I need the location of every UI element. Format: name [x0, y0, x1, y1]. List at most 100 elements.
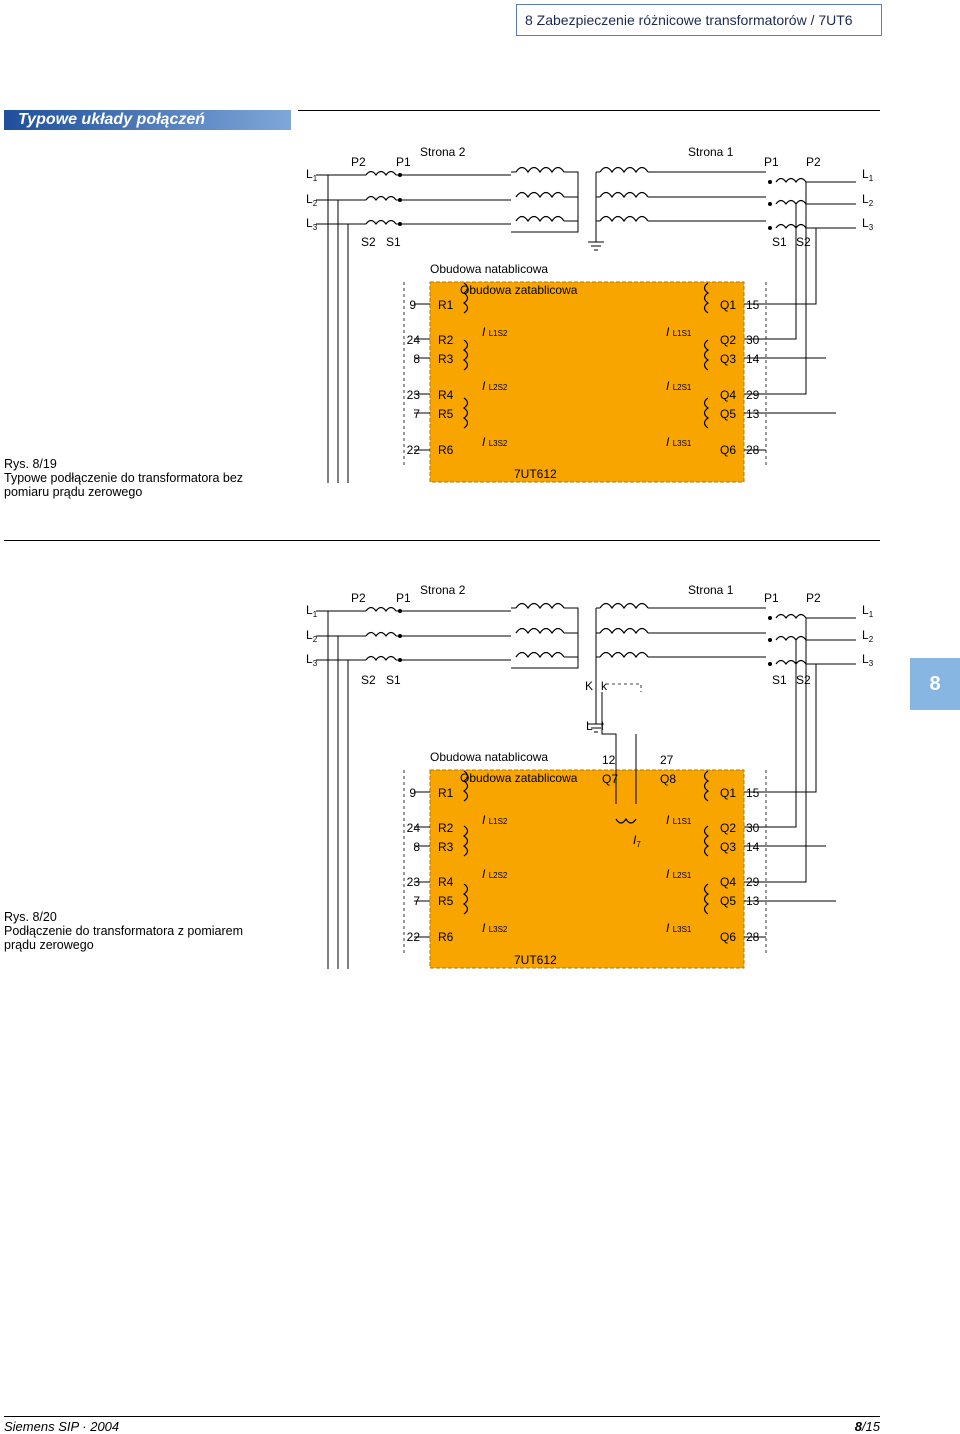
terminal-num: 29: [746, 875, 760, 889]
side-2-label: Strona 2: [420, 583, 466, 597]
ct-label-p2-left: P2: [351, 155, 366, 169]
terminal-name: Q2: [720, 821, 736, 835]
section-title: Typowe układy połączeń: [4, 110, 291, 130]
side-1-label: Strona 1: [688, 145, 734, 159]
ct-label-p2-right: P2: [806, 155, 821, 169]
phase-label-l3-right: L3: [862, 652, 874, 668]
terminal-name: Q1: [720, 786, 736, 800]
terminal-num: 28: [746, 443, 760, 457]
transformer: [511, 602, 649, 733]
footer-page: 8: [854, 1419, 862, 1434]
terminal-num: 13: [746, 407, 760, 421]
chapter-tab: 8: [910, 658, 960, 710]
terminal-name: Q5: [720, 894, 736, 908]
device-name: 7UT612: [514, 953, 557, 967]
ct-label-s2-right: S2: [796, 673, 811, 687]
phase-label-l1-left: L1: [306, 167, 318, 183]
terminal-num: 22: [407, 443, 421, 457]
housing-flush-label: Obudowa natablicowa: [430, 262, 548, 276]
ct-left: [365, 606, 402, 662]
phase-label-l2-right: L2: [862, 628, 874, 644]
ct-label-p1-right: P1: [764, 155, 779, 169]
terminal-name: R5: [438, 894, 454, 908]
ct-label-s2-left: S2: [361, 235, 376, 249]
caption-fig1: Rys. 8/19 Typowe podłączenie do transfor…: [4, 457, 264, 499]
ct-label-s1-left: S1: [386, 673, 401, 687]
current-label: I L2S1: [666, 867, 692, 881]
terminal-name: R3: [438, 840, 454, 854]
terminal-name: Q6: [720, 930, 736, 944]
terminal-name: Q7: [602, 772, 618, 786]
device-box: [429, 281, 745, 483]
terminal-num: 15: [746, 298, 760, 312]
ct-left: [365, 170, 402, 226]
rule-footer: [4, 1416, 880, 1417]
caption-fig2: Rys. 8/20 Podłączenie do transformatora …: [4, 910, 264, 952]
terminal-name: Q1: [720, 298, 736, 312]
device-name: 7UT612: [514, 467, 557, 481]
wiring-diagram-fig1: L1 L2 L3 L1 L2 L3 P2 P1 S2 S1 P1 P2 S1 S…: [306, 145, 874, 483]
terminal-num: 23: [407, 388, 421, 402]
phase-label-l1-left: L1: [306, 603, 318, 619]
housing-surface-label: Obudowa zatablicowa: [460, 283, 578, 297]
terminal-name: Q3: [720, 840, 736, 854]
terminal-name: Q8: [660, 772, 676, 786]
ct-right: [768, 613, 807, 666]
current-label: I L1S1: [666, 813, 692, 827]
phase-label-l3-left: L3: [306, 652, 318, 668]
caption-text: Podłączenie do transformatora z pomiarem…: [4, 924, 244, 952]
terminal-name: R5: [438, 407, 454, 421]
terminal-num: 13: [746, 894, 760, 908]
terminal-num: 24: [407, 821, 421, 835]
terminal-name: R1: [438, 298, 454, 312]
phase-label-l2-right: L2: [862, 192, 874, 208]
current-label: I7: [633, 833, 641, 849]
rule-top: [298, 110, 880, 111]
ct-label-l-small: l: [601, 719, 604, 733]
terminal-num: 30: [746, 333, 760, 347]
wiring-diagram-fig2: L1 L2 L3 L1 L2 L3 P2 P1 S2 S1 P1 P2 S1 S…: [306, 583, 874, 969]
terminal-name: R4: [438, 875, 454, 889]
terminal-name: R2: [438, 821, 454, 835]
terminal-name: R2: [438, 333, 454, 347]
phase-label-l1-right: L1: [862, 167, 874, 183]
phase-label-l3-left: L3: [306, 216, 318, 232]
terminal-name: Q4: [720, 875, 736, 889]
terminal-name: R6: [438, 443, 454, 457]
page-header: 8 Zabezpieczenie różnicowe transformator…: [516, 4, 882, 36]
terminal-num: 22: [407, 930, 421, 944]
terminal-num: 15: [746, 786, 760, 800]
phase-label-l1-right: L1: [862, 603, 874, 619]
ct-right: [768, 177, 807, 230]
current-label: I L3S1: [666, 921, 692, 935]
phase-label-l2-left: L2: [306, 192, 318, 208]
ct-label-p1-left: P1: [396, 591, 411, 605]
terminal-name: R3: [438, 352, 454, 366]
caption-number: Rys. 8/19: [4, 457, 57, 471]
footer-page-number: 8/15: [830, 1419, 880, 1434]
ct-label-p2-right: P2: [806, 591, 821, 605]
terminal-name: Q3: [720, 352, 736, 366]
terminal-num: 23: [407, 875, 421, 889]
terminal-name: Q2: [720, 333, 736, 347]
terminal-num: 7: [413, 894, 420, 908]
terminal-num: 27: [660, 753, 674, 767]
side-2-label: Strona 2: [420, 145, 466, 159]
rule-middle: [4, 540, 880, 541]
footer-total: /15: [861, 1419, 880, 1434]
current-label: I L1S2: [482, 813, 508, 827]
terminal-name: Q4: [720, 388, 736, 402]
current-label: I L3S2: [482, 921, 508, 935]
current-label: I L1S2: [482, 325, 508, 339]
terminal-num: 24: [407, 333, 421, 347]
terminal-name: R1: [438, 786, 454, 800]
housing-surface-label: Obudowa zatablicowa: [460, 771, 578, 785]
ct-label-s1-right: S1: [772, 235, 787, 249]
transformer: [511, 166, 649, 251]
housing-flush-label: Obudowa natablicowa: [430, 750, 548, 764]
terminal-num: 28: [746, 930, 760, 944]
current-label: I L2S2: [482, 379, 508, 393]
terminal-num: 7: [413, 407, 420, 421]
terminal-num: 14: [746, 352, 760, 366]
terminal-name: R4: [438, 388, 454, 402]
